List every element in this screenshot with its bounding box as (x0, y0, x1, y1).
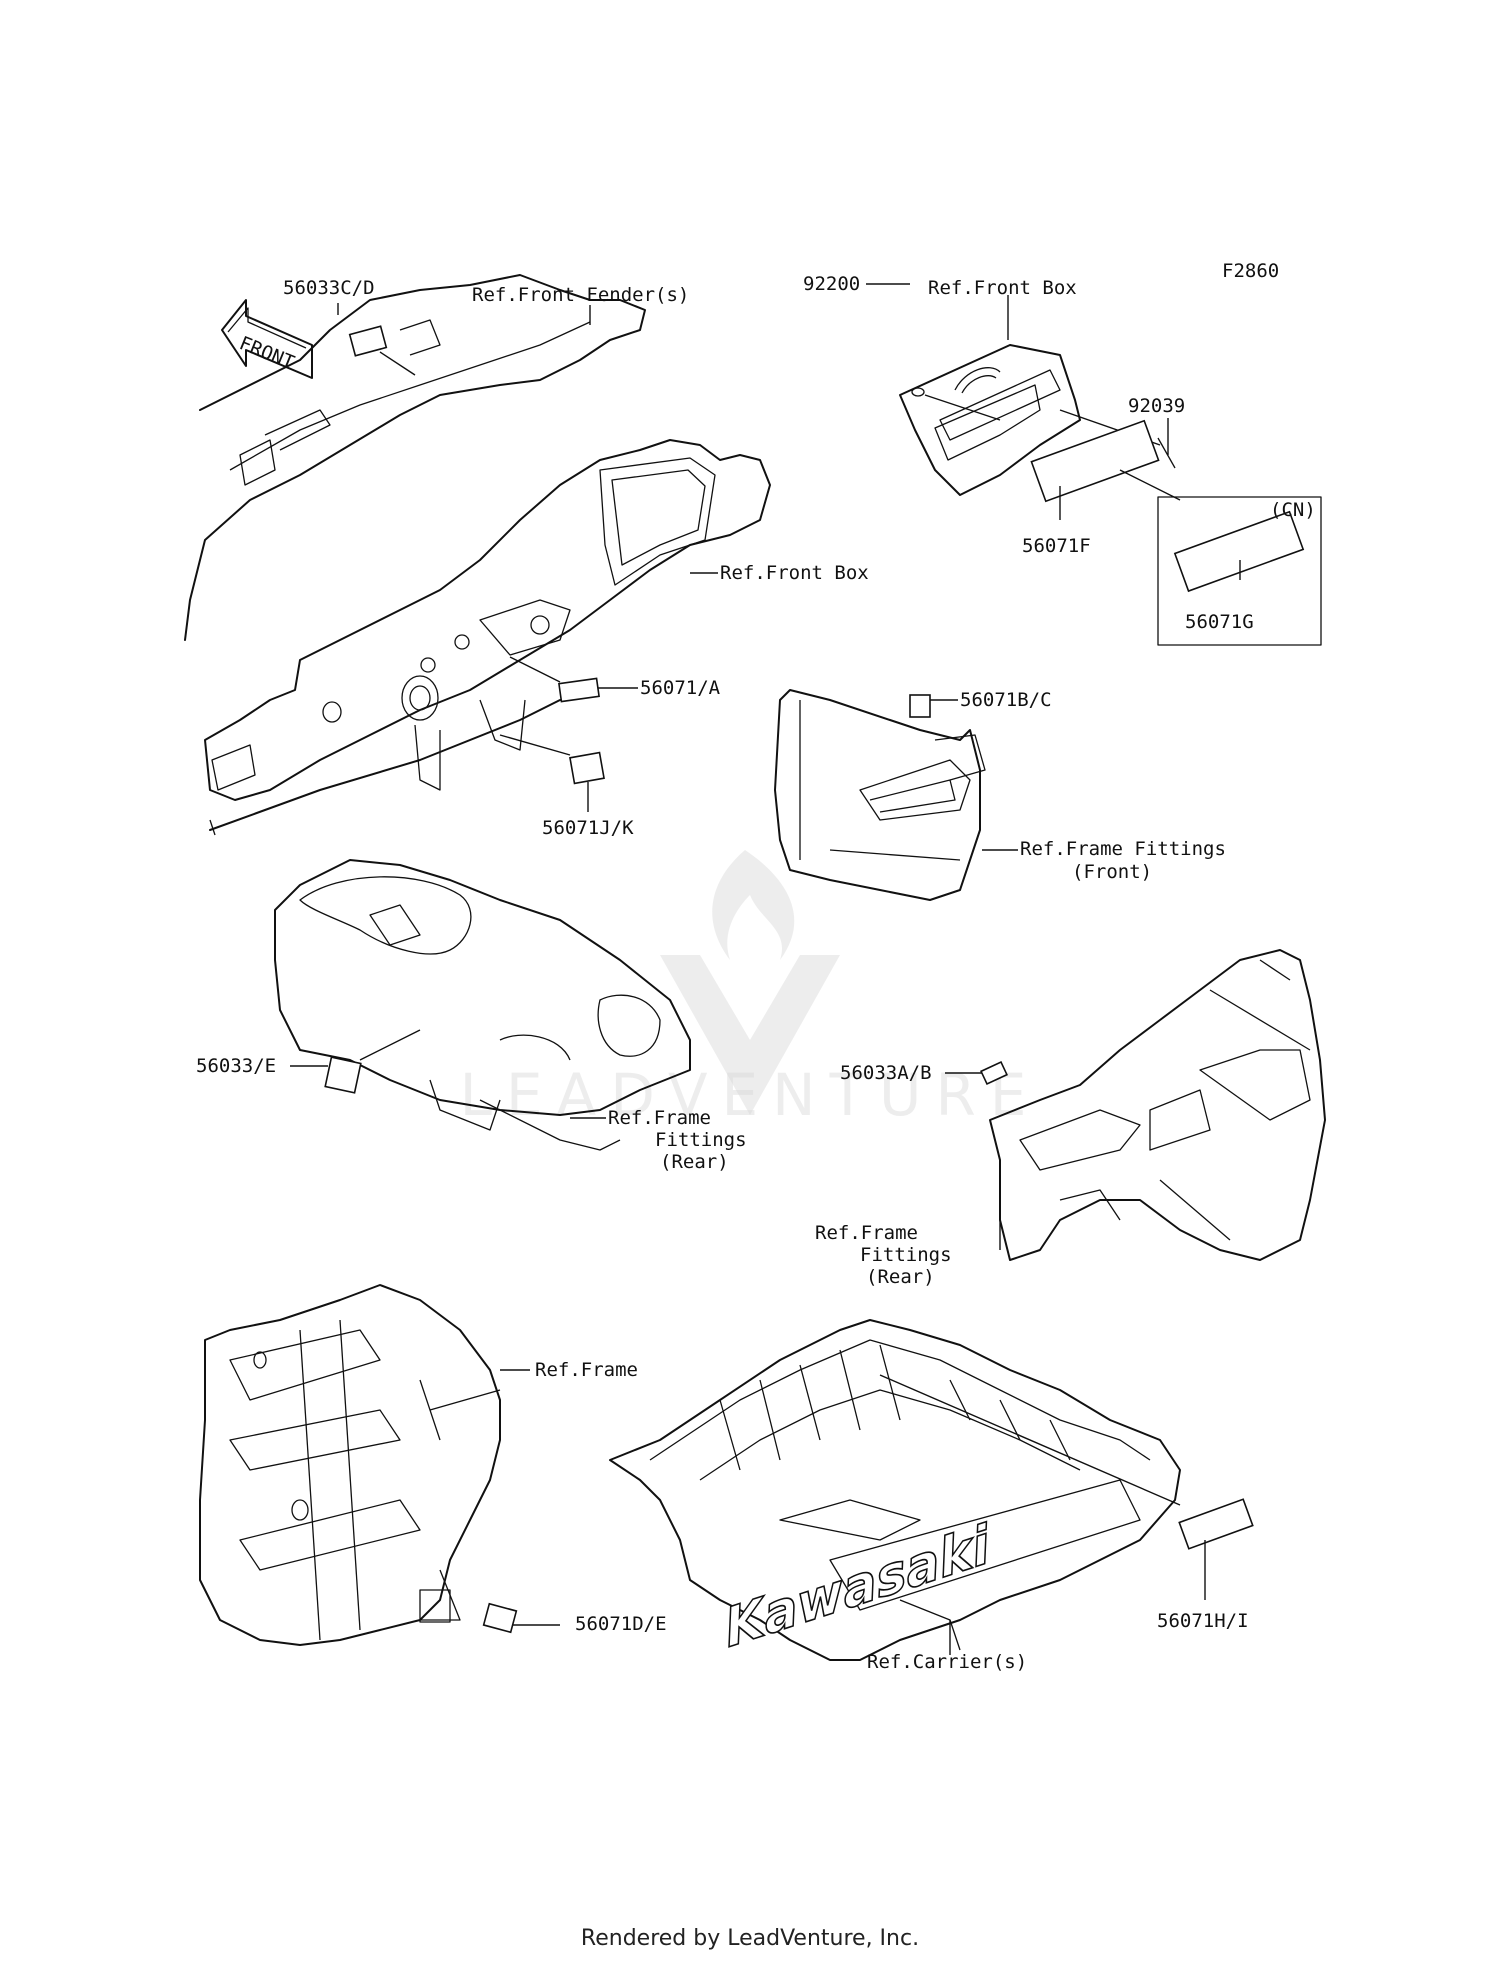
label-56071b-c: 56071B/C (960, 689, 1052, 711)
frame-fittings-rear: 56033A/B Ref.Frame Fittings (Rear) (815, 949, 1326, 1288)
decal-56071g (1173, 510, 1305, 593)
label-ref-ff-rear-b2: Fittings (860, 1244, 952, 1266)
label-56033-e: 56033/E (196, 1055, 276, 1077)
front-fender-assembly (184, 274, 771, 836)
figure-code: F2860 (1222, 260, 1279, 282)
label-92039: 92039 (1128, 395, 1185, 417)
front-box-lid: (CN) Ref.Front Box 92200 92039 56071F 56… (803, 273, 1322, 646)
label-56033c-d: 56033C/D (283, 277, 375, 299)
rear-cover: 56033/E Ref.Frame Fittings (Rear) (196, 859, 747, 1173)
front-fender-callouts: 56033C/D Ref.Front Fender(s) Ref.Front B… (283, 277, 869, 839)
decal-56071-a (558, 677, 600, 703)
label-ref-ff-rear-a1: Ref.Frame (608, 1107, 711, 1129)
decal-56071j-k (569, 751, 605, 785)
decal-56071b-c (909, 694, 931, 718)
frame-fittings-front: 56071B/C Ref.Frame Fittings (Front) (774, 689, 1226, 901)
label-ref-ff-front-2: (Front) (1072, 861, 1152, 883)
decal-56033-e (324, 1056, 362, 1094)
front-arrow-icon: FRONT (221, 299, 313, 379)
label-56071f: 56071F (1022, 535, 1091, 557)
frame: 56071D/E Ref.Frame (199, 1284, 667, 1646)
flame-logo-icon (712, 850, 795, 960)
label-ref-front-box-top: Ref.Front Box (928, 277, 1077, 299)
decal-56033c-d (348, 325, 388, 357)
label-56071j-k: 56071J/K (542, 817, 634, 839)
label-56071h-i: 56071H/I (1157, 1610, 1249, 1632)
label-92200: 92200 (803, 273, 860, 295)
label-ref-ff-rear-a2: Fittings (655, 1129, 747, 1151)
footer-credit: Rendered by LeadVenture, Inc. (580, 1926, 920, 1951)
v-logo-icon (660, 955, 840, 1115)
watermark-text: LEADVENTURE (460, 1061, 1041, 1129)
leadventure-watermark: LEADVENTURE (460, 850, 1041, 1129)
label-ref-frame: Ref.Frame (535, 1359, 638, 1381)
label-ref-front-fender: Ref.Front Fender(s) (472, 284, 689, 306)
label-56071-a: 56071/A (640, 677, 721, 699)
decal-56071f (1030, 419, 1160, 503)
cargo-carrier: Kawasaki 56071H/I Ref.Carrier(s) (609, 1319, 1254, 1673)
label-ref-carrier: Ref.Carrier(s) (867, 1651, 1027, 1673)
label-cn: (CN) (1270, 499, 1316, 521)
decal-56033a-b (980, 1060, 1008, 1086)
label-ref-ff-front-1: Ref.Frame Fittings (1020, 838, 1226, 860)
label-56071d-e: 56071D/E (575, 1613, 667, 1635)
decal-56071d-e (482, 1602, 518, 1634)
label-ref-front-box-mid: Ref.Front Box (720, 562, 869, 584)
label-56033a-b: 56033A/B (840, 1062, 932, 1084)
decal-56071h-i (1178, 1498, 1254, 1550)
label-56071g: 56071G (1185, 611, 1254, 633)
cn-variant-box (1157, 496, 1322, 646)
label-ref-ff-rear-a3: (Rear) (660, 1151, 729, 1173)
label-ref-ff-rear-b1: Ref.Frame (815, 1222, 918, 1244)
label-ref-ff-rear-b3: (Rear) (866, 1266, 935, 1288)
